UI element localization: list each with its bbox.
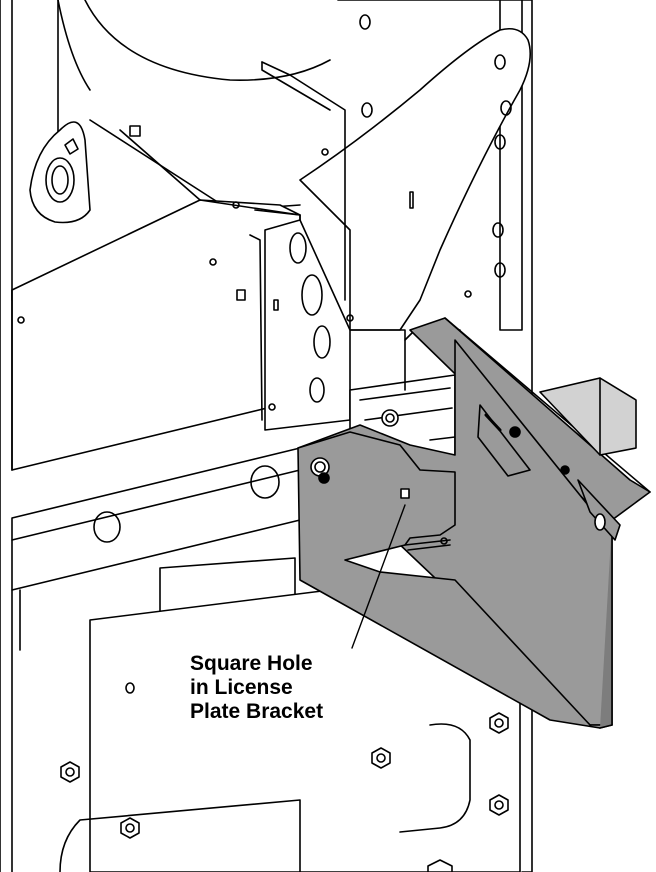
side-plate xyxy=(264,219,351,431)
square-hole xyxy=(400,488,410,499)
chassis-frame xyxy=(0,0,533,872)
clevis xyxy=(29,121,91,224)
callout-line-3: Plate Bracket xyxy=(190,700,324,723)
bolt xyxy=(381,409,399,427)
lower-plate xyxy=(89,589,521,872)
callout-line-1: Square Hole xyxy=(190,652,313,675)
leader-line xyxy=(351,504,406,649)
hex-nuts xyxy=(60,712,509,872)
callout-label: Square Hole in License Plate Bracket xyxy=(190,652,390,724)
license-plate-bracket xyxy=(297,317,651,729)
callout-line-2: in License xyxy=(190,676,293,699)
housing-box xyxy=(11,199,301,471)
bracket-front-face xyxy=(297,431,613,729)
rear-block xyxy=(539,377,637,456)
curved-arm xyxy=(299,27,531,331)
